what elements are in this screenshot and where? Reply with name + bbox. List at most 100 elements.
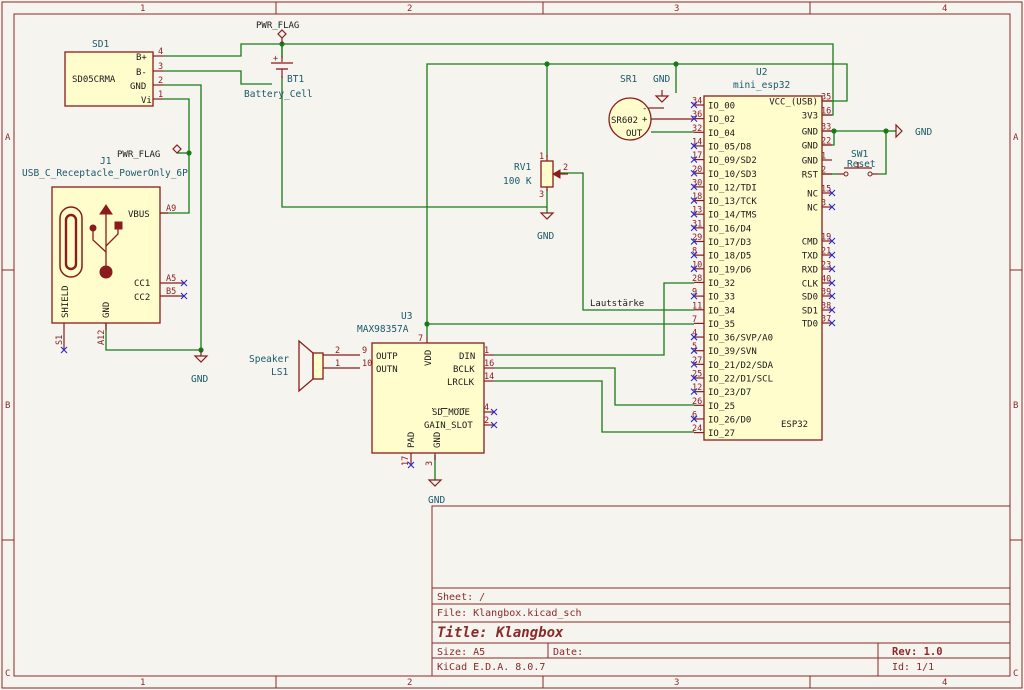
u2-left-pin-name: IO_35 (708, 320, 735, 330)
u2-left-pin-number: 8 (692, 247, 697, 257)
no-connect-marker (828, 203, 836, 211)
no-connect-marker (690, 197, 698, 204)
u3-pin-vdd: VDD (424, 350, 434, 366)
row-label-a-right: A (1013, 133, 1019, 143)
j1-pin-shield: SHIELD (61, 285, 71, 318)
sd1-pin-gnd: GND (130, 82, 146, 92)
u2-left-pin-name: IO_19/D6 (708, 265, 751, 275)
rv1-num-2: 2 (563, 163, 568, 173)
tb-title: Title: Klangbox (437, 625, 564, 641)
col-label-1: 1 (140, 4, 145, 14)
col-label-2: 2 (407, 4, 412, 14)
u2-right-pin-number: 3 (821, 199, 826, 209)
gnd-symbol-u3: GND (427, 479, 445, 506)
sw1-value: Reset (847, 159, 876, 170)
u2-right-pin-name: NC (807, 204, 818, 214)
u2-right-pin-number: 16 (821, 107, 831, 117)
u2-right-pin-number: 2 (821, 166, 826, 176)
u2-left-pin-name: IO_05/D8 (708, 142, 751, 152)
u2-left-pin-number: 14 (692, 137, 702, 147)
u3-num-gnd: 3 (425, 461, 435, 466)
u2-right-pin-name: GND (802, 142, 818, 152)
component-sr1[interactable]: SR1 GND SR602 + - OUT (608, 74, 694, 141)
j1-num-a9: A9 (166, 204, 176, 214)
gnd-left-label: GND (191, 374, 208, 385)
sr1-gnd-label: GND (653, 74, 670, 85)
u2-left-pin-name: IO_33 (708, 293, 735, 303)
component-u3[interactable]: U3 MAX98357A 7 VDD OUTP OUTN 9 10 DIN BC… (357, 311, 494, 466)
u3-pin-lrclk: LRCLK (447, 378, 475, 388)
row-label-b: B (5, 401, 10, 411)
u3-num-din: 1 (484, 346, 489, 356)
u2-right-pin-number: 15 (821, 185, 831, 195)
component-rv1[interactable]: 1 2 3 RV1 100 K (503, 152, 568, 200)
j1-pin-cc2: CC2 (134, 293, 150, 303)
component-j1[interactable]: J1 USB_C_Receptacle_PowerOnly_6P VBUS CC… (22, 156, 188, 350)
ls1-value: Speaker (249, 354, 289, 365)
tb-sheet: Sheet: / (437, 592, 485, 603)
component-u2[interactable]: U2 mini_esp32 ESP32 IO_0034IO_0236IO_043… (690, 67, 836, 441)
u2-right-pin-number: 1 (821, 152, 826, 162)
component-bt1[interactable]: + BT1 Battery_Cell (244, 54, 313, 100)
no-connect-marker (690, 360, 698, 368)
junctions (186, 41, 889, 353)
u3-pin-outn: OUTN (376, 365, 398, 375)
u2-left-pin-number: 4 (692, 329, 697, 339)
u2-right-pin-name: SD0 (802, 293, 818, 303)
gnd-right-label: GND (915, 127, 932, 138)
u2-right-pin-name: TXD (802, 252, 818, 262)
no-connect-marker (690, 292, 698, 300)
net-label-lautstaerke: Lautstärke (590, 299, 644, 309)
ls1-ref: LS1 (271, 367, 288, 378)
u3-num-gain-slot: 2 (484, 416, 489, 426)
u2-left-pin-name: IO_32 (708, 279, 735, 289)
j1-num-b5: B5 (166, 287, 176, 297)
u2-left-pin-name: IO_34 (708, 306, 735, 316)
u2-left-pin-number: 20 (692, 165, 702, 175)
row-label-c: C (5, 669, 10, 679)
sd1-num-3: 3 (158, 62, 163, 72)
u2-left-pin-name: IO_22/D1/SCL (708, 375, 773, 385)
no-connect-marker (690, 224, 698, 232)
u2-left-pin-name: IO_21/D2/SDA (708, 361, 774, 371)
component-sw1[interactable]: SW1 Reset (838, 149, 878, 177)
sd1-value: SD05CRMA (72, 75, 116, 85)
u3-value: MAX98357A (357, 324, 409, 335)
no-connect-marker (690, 156, 698, 163)
tb-tool: KiCad E.D.A. 8.0.7 (437, 662, 545, 673)
usb-c-plug-icon (59, 206, 83, 278)
sd1-pin-bplus: B+ (136, 53, 147, 63)
u2-right-pin-name: GND (802, 157, 818, 167)
j1-ref: J1 (100, 156, 112, 167)
u2-right-pin-name: CMD (802, 238, 818, 248)
rv1-value: 100 K (503, 176, 532, 187)
u2-right-pin-name: RXD (802, 266, 818, 276)
u2-right-pin-number: 35 (821, 93, 831, 103)
u3-pin-pad: PAD (407, 432, 417, 448)
u2-right-pin-number: 37 (821, 315, 831, 325)
j1-num-s1: S1 (55, 335, 65, 345)
bt1-plus: + (273, 54, 278, 64)
component-ls1[interactable]: Speaker LS1 2 1 (249, 339, 360, 393)
no-connect-marker (828, 251, 836, 259)
bt1-value: Battery_Cell (244, 89, 313, 100)
sd1-ref: SD1 (92, 39, 109, 50)
u3-ref: U3 (401, 311, 412, 322)
u2-right-pin-number: 23 (821, 261, 831, 271)
u3-num-outn: 10 (362, 359, 372, 369)
u2-left-pin-name: IO_36/SVP/A0 (708, 334, 773, 344)
tb-rev: Rev: 1.0 (892, 646, 943, 658)
title-block: Sheet: / File: Klangbox.kicad_sch Title:… (431, 505, 1011, 677)
u2-right-pin-name: VCC_(USB) (769, 98, 818, 108)
component-sd1[interactable]: SD1 SD05CRMA B+ B- GND Vi 4 3 2 1 (64, 39, 163, 107)
no-connect-marker (690, 115, 698, 123)
col-label-3-bottom: 3 (674, 678, 679, 688)
u2-left-pin-number: 25 (692, 370, 702, 380)
sr1-minus: - (642, 104, 647, 114)
row-label-b-right: B (1013, 401, 1018, 411)
u2-label: ESP32 (781, 420, 808, 430)
u2-right-pin-name: NC (807, 190, 818, 200)
u2-left-pin-number: 9 (692, 288, 697, 298)
